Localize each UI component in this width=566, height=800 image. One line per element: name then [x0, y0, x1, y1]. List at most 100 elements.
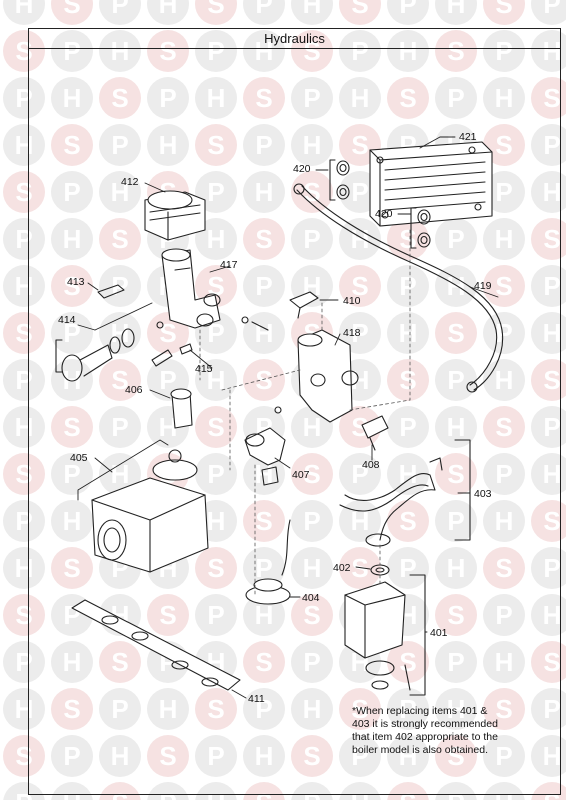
watermark-disc — [147, 124, 189, 166]
watermark-letter: P — [255, 130, 272, 160]
watermark-disc — [531, 688, 566, 730]
watermark-disc — [3, 218, 45, 260]
watermark-letter: S — [207, 412, 224, 442]
watermark-letter: P — [447, 224, 464, 254]
watermark-letter: S — [63, 0, 80, 19]
watermark-disc — [387, 688, 429, 730]
watermark-disc — [3, 77, 45, 119]
watermark-disc — [243, 641, 285, 683]
watermark-letter: H — [255, 459, 274, 489]
watermark-disc — [99, 782, 141, 800]
watermark-letter: P — [63, 318, 80, 348]
watermark-letter: S — [63, 271, 80, 301]
note-line-2: 403 it is strongly recommended — [352, 718, 498, 730]
watermark-letter: S — [159, 600, 176, 630]
watermark-letter: S — [543, 365, 560, 395]
watermark-disc — [387, 735, 429, 777]
watermark-disc — [291, 453, 333, 495]
callout-420-upper: 420 — [293, 163, 311, 175]
watermark-letter: H — [111, 318, 130, 348]
watermark-letter: S — [399, 365, 416, 395]
watermark-disc — [435, 735, 477, 777]
watermark-letter: S — [63, 130, 80, 160]
watermark-disc — [3, 171, 45, 213]
watermark-disc — [51, 0, 93, 25]
watermark-letter: S — [207, 553, 224, 583]
watermark-disc — [291, 735, 333, 777]
automatic-air-vent — [170, 388, 193, 429]
watermark-disc — [483, 30, 525, 72]
watermark-disc — [51, 77, 93, 119]
watermark-disc — [483, 547, 525, 589]
watermark-letter: H — [303, 0, 322, 19]
watermark-disc — [435, 30, 477, 72]
watermark-letter: P — [111, 0, 128, 19]
watermark-letter: H — [543, 600, 562, 630]
watermark-letter: S — [351, 694, 368, 724]
watermark-letter: P — [63, 741, 80, 771]
watermark-letter: S — [207, 0, 224, 19]
watermark-letter: S — [543, 647, 560, 677]
watermark-disc — [3, 500, 45, 542]
watermark-disc — [531, 406, 566, 448]
watermark-disc — [291, 688, 333, 730]
watermark-letter: S — [495, 130, 512, 160]
watermark-disc — [531, 171, 566, 213]
seal-rings-upper — [329, 159, 350, 201]
watermark-letter: S — [63, 553, 80, 583]
watermark-letter: S — [111, 647, 128, 677]
watermark-letter: P — [63, 177, 80, 207]
watermark-disc — [243, 171, 285, 213]
watermark-letter: H — [255, 600, 274, 630]
watermark-letter: H — [303, 694, 322, 724]
diverter-valve-body — [161, 248, 221, 329]
watermark-disc — [435, 0, 477, 25]
watermark-disc — [243, 30, 285, 72]
watermark-disc — [3, 265, 45, 307]
watermark-letter: S — [495, 694, 512, 724]
watermark-disc — [3, 547, 45, 589]
watermark-letter: P — [495, 177, 512, 207]
watermark-disc — [291, 30, 333, 72]
watermark-letter: H — [111, 741, 130, 771]
watermark-letter: H — [495, 365, 514, 395]
watermark-letter: H — [351, 83, 370, 113]
watermark-disc — [291, 500, 333, 542]
watermark-letter: P — [255, 553, 272, 583]
watermark-letter: P — [495, 600, 512, 630]
watermark-letter: H — [447, 0, 466, 19]
watermark-letter: S — [303, 741, 320, 771]
watermark-disc — [51, 265, 93, 307]
watermark-letter: H — [63, 506, 82, 536]
watermark-letter: S — [207, 130, 224, 160]
callout-421: 421 — [459, 131, 477, 143]
watermark-letter: P — [351, 177, 368, 207]
watermark-disc — [195, 547, 237, 589]
watermark-disc — [483, 453, 525, 495]
watermark-letter: S — [303, 459, 320, 489]
watermark-letter: P — [495, 318, 512, 348]
watermark-disc — [99, 312, 141, 354]
watermark-disc — [99, 641, 141, 683]
watermark-disc — [243, 124, 285, 166]
watermark-letter: P — [63, 459, 80, 489]
watermark-disc — [387, 500, 429, 542]
watermark-letter: P — [207, 459, 224, 489]
note-line-3: that item 402 appropriate to the — [352, 731, 498, 743]
callout-402: 402 — [333, 562, 351, 574]
watermark-disc — [51, 688, 93, 730]
watermark-letter: P — [447, 647, 464, 677]
watermark-letter: S — [63, 694, 80, 724]
diverter-actuator — [144, 190, 206, 241]
watermark-letter: H — [111, 459, 130, 489]
callout-418: 418 — [343, 327, 361, 339]
watermark-letter: H — [207, 365, 226, 395]
watermark-letter: S — [399, 83, 416, 113]
watermark-disc — [387, 265, 429, 307]
watermark-disc — [435, 782, 477, 800]
watermark-letter: H — [159, 694, 178, 724]
circulating-pump — [91, 449, 209, 573]
watermark-disc — [339, 735, 381, 777]
watermark-letter: P — [447, 506, 464, 536]
